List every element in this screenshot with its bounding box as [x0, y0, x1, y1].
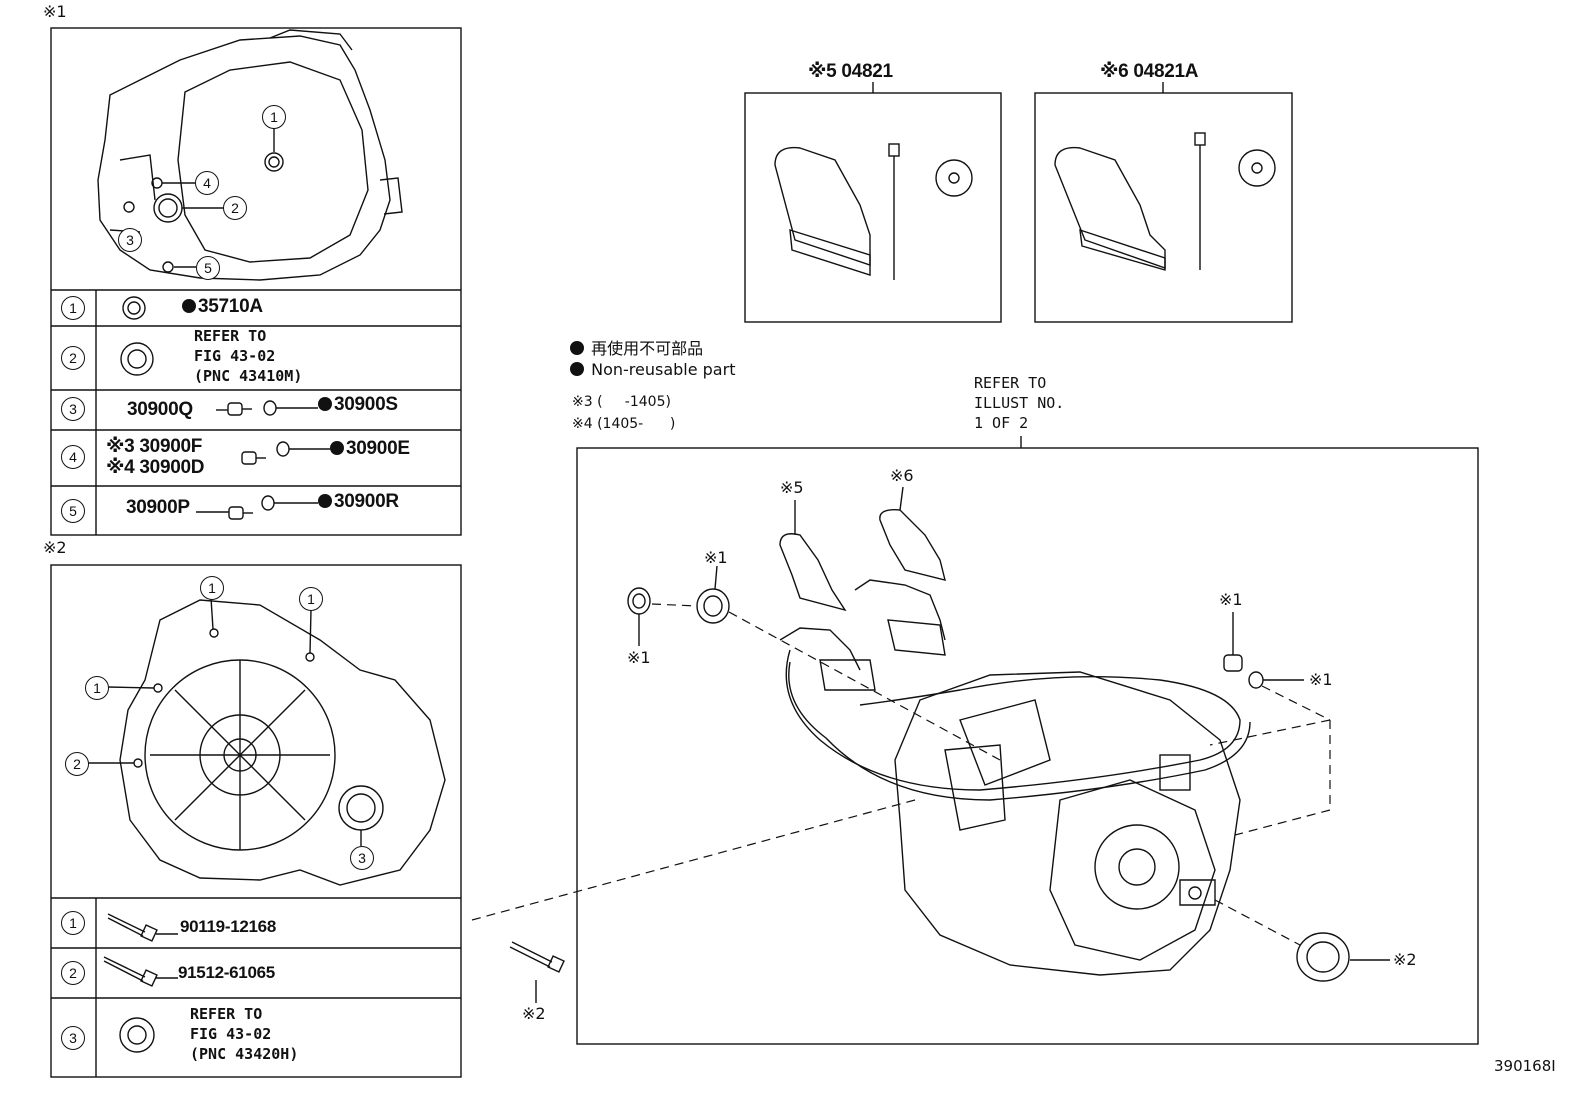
row-num-4: 4 [61, 445, 85, 469]
label-s5: ※5 [780, 478, 804, 497]
main-frame [576, 447, 1479, 1045]
bellhousing-outline [119, 599, 446, 886]
panel2-frame [50, 564, 462, 1078]
non-reusable-dot-icon [570, 341, 584, 355]
row-num-1: 1 [61, 296, 85, 320]
label-s6: ※6 [890, 466, 914, 485]
refer-fig-43-02-a: REFER TO FIG 43-02 (PNC 43410M) [194, 327, 303, 385]
label-seal-s2: ※2 [1393, 950, 1417, 969]
note-s4: ※4 (1405- ) [572, 416, 676, 432]
non-reusable-dot-icon [318, 494, 332, 508]
callout-5: 5 [196, 256, 220, 280]
callout-bolt-1a: 1 [200, 576, 224, 600]
panel1-frame [50, 27, 462, 536]
part-30900p: 30900P [126, 497, 190, 518]
row-num-3: 3 [61, 397, 85, 421]
kit6-label: ※6 04821A [1100, 61, 1199, 82]
callout-bolt-1c: 1 [85, 676, 109, 700]
part-30900d: ※4 30900D [106, 457, 205, 478]
refer-fig-43-02-b: REFER TO FIG 43-02 (PNC 43420H) [190, 1005, 299, 1063]
callout-bolt-2: 2 [65, 752, 89, 776]
callout-bolt-1b: 1 [299, 587, 323, 611]
kit5-label: ※5 04821 [808, 61, 893, 82]
non-reusable-dot-icon [182, 299, 196, 313]
part-91512-61065: 91512-61065 [178, 963, 275, 982]
part-30900q: 30900Q [127, 399, 193, 420]
callout-seal-3: 3 [350, 846, 374, 870]
non-reusable-dot-icon [570, 362, 584, 376]
non-reusable-dot-icon [318, 397, 332, 411]
label-bolt-s2: ※2 [522, 1004, 546, 1023]
transaxle-body [894, 671, 1241, 976]
callout-4: 4 [195, 171, 219, 195]
legend-jp: 再使用不可部品 [570, 335, 703, 359]
row2-num-1: 1 [61, 911, 85, 935]
housing-outline [97, 35, 391, 281]
note-s3: ※3 ( -1405) [572, 394, 671, 410]
kit6-frame [1034, 92, 1293, 323]
callout-3: 3 [118, 228, 142, 252]
part-90119-12168: 90119-12168 [180, 917, 276, 936]
label-plug-s1: ※1 [1219, 590, 1243, 609]
callout-2: 2 [223, 196, 247, 220]
part-30900s: 30900S [318, 394, 398, 416]
row-num-5: 5 [61, 499, 85, 523]
figure-id: 390168I [1494, 1057, 1556, 1075]
label-washer-s1: ※1 [1309, 670, 1333, 689]
part-30900r: 30900R [318, 491, 399, 513]
part-30900e: 30900E [330, 438, 410, 460]
panel1-marker: ※1 [43, 2, 67, 21]
part-30900f: ※3 30900F [106, 436, 203, 457]
non-reusable-dot-icon [330, 441, 344, 455]
row-num-2: 2 [61, 346, 85, 370]
row2-num-2: 2 [61, 961, 85, 985]
panel2-marker: ※2 [43, 538, 67, 557]
label-seal-s1: ※1 [704, 548, 728, 567]
legend-en: Non-reusable part [570, 360, 735, 379]
kit5-frame [744, 92, 1002, 323]
refer-illust: REFER TO ILLUST NO. 1 OF 2 [974, 374, 1065, 432]
label-seal-left-s1: ※1 [627, 648, 651, 667]
callout-1: 1 [262, 105, 286, 129]
part-35710a: 35710A [182, 296, 263, 318]
row2-num-3: 3 [61, 1026, 85, 1050]
